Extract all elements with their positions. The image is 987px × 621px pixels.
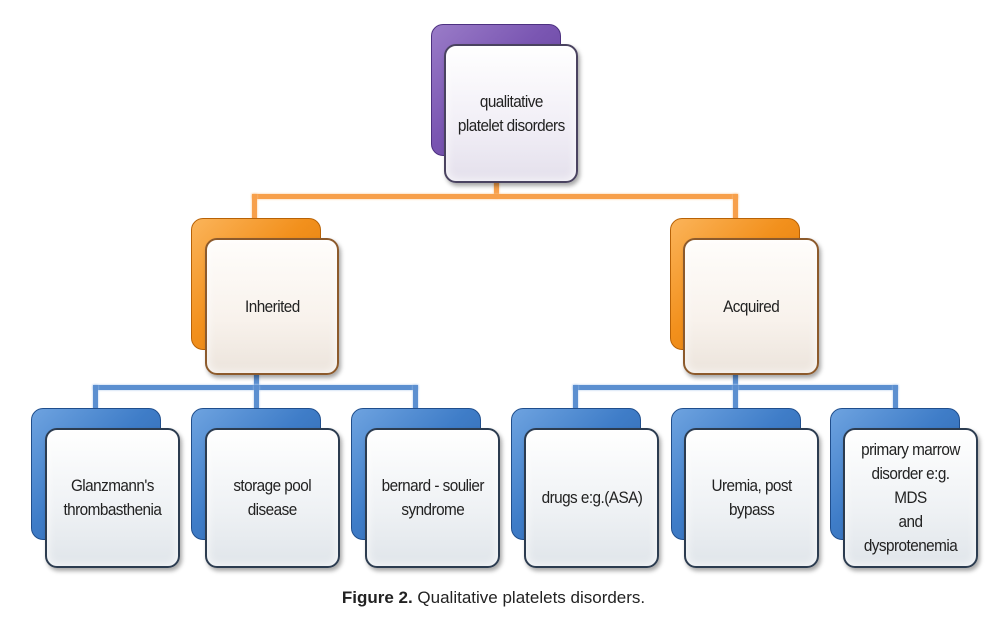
acquired-node: Acquired xyxy=(683,238,819,375)
leaf-node-label: drugs e:g.(ASA) xyxy=(541,488,642,507)
connector-to-leaf-6 xyxy=(893,385,898,410)
connector-to-acquired xyxy=(733,194,738,220)
figure-caption: Figure 2. Qualitative platelets disorder… xyxy=(0,588,987,608)
connector-to-leaf-5 xyxy=(733,385,738,410)
leaf-node-uremia: Uremia, post bypass xyxy=(684,428,819,568)
root-node-label: qualitative platelet disorders xyxy=(457,91,565,135)
connector-root-stem xyxy=(494,181,499,198)
leaf-node-glanzmann: Glanzmann's thrombasthenia xyxy=(45,428,180,568)
connector-to-leaf-2 xyxy=(254,385,259,410)
leaf-node-label: Uremia, post bypass xyxy=(711,476,792,519)
connector-acquired-stem xyxy=(733,373,738,389)
leaf-node-drugs: drugs e:g.(ASA) xyxy=(524,428,659,568)
leaf-node-label: storage pool disease xyxy=(233,476,312,519)
connector-to-leaf-3 xyxy=(413,385,418,410)
leaf-node-label: bernard - soulier syndrome xyxy=(381,476,484,519)
leaf-node-storage-pool: storage pool disease xyxy=(205,428,340,568)
leaf-node-bernard-soulier: bernard - soulier syndrome xyxy=(365,428,500,568)
leaf-node-primary-marrow: primary marrow disorder e:g. MDS and dys… xyxy=(843,428,978,568)
leaf-node-label: primary marrow disorder e:g. MDS and dys… xyxy=(861,440,960,555)
leaf-node-label: Glanzmann's thrombasthenia xyxy=(63,476,162,519)
inherited-node: Inherited xyxy=(205,238,339,375)
acquired-node-label: Acquired xyxy=(722,296,780,316)
inherited-node-label: Inherited xyxy=(244,296,300,316)
connector-inherited-stem xyxy=(254,373,259,389)
connector-to-leaf-4 xyxy=(573,385,578,410)
root-node: qualitative platelet disorders xyxy=(444,44,578,183)
connector-to-inherited xyxy=(252,194,257,220)
connector-to-leaf-1 xyxy=(93,385,98,410)
figure-caption-prefix: Figure 2. xyxy=(341,588,413,607)
connector-root-horizontal xyxy=(252,194,738,199)
figure-caption-text: Qualitative platelets disorders. xyxy=(412,588,646,607)
